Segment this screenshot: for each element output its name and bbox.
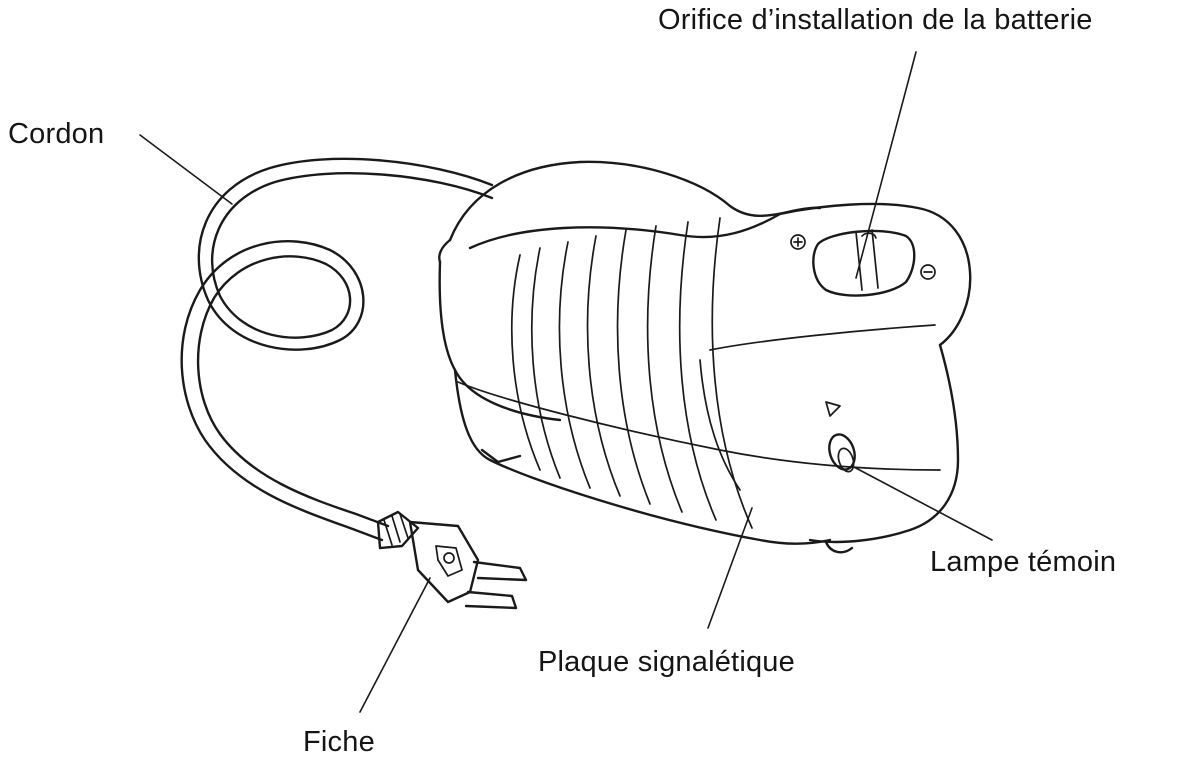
leader-name-plate xyxy=(707,507,753,629)
label-cord: Cordon xyxy=(8,118,105,150)
leader-battery-slot xyxy=(855,51,917,279)
label-name-plate: Plaque signalétique xyxy=(538,646,795,678)
leader-pilot-lamp xyxy=(851,465,993,541)
label-battery-slot: Orifice d’installation de la batterie xyxy=(658,4,1093,36)
label-pilot-lamp: Lampe témoin xyxy=(930,546,1117,578)
label-plug: Fiche xyxy=(303,726,375,758)
cord xyxy=(180,157,494,542)
plug xyxy=(376,510,528,610)
leader-plug xyxy=(359,577,431,713)
leader-cord xyxy=(139,134,233,205)
charger-body xyxy=(438,160,972,554)
leader-lines xyxy=(139,51,993,713)
